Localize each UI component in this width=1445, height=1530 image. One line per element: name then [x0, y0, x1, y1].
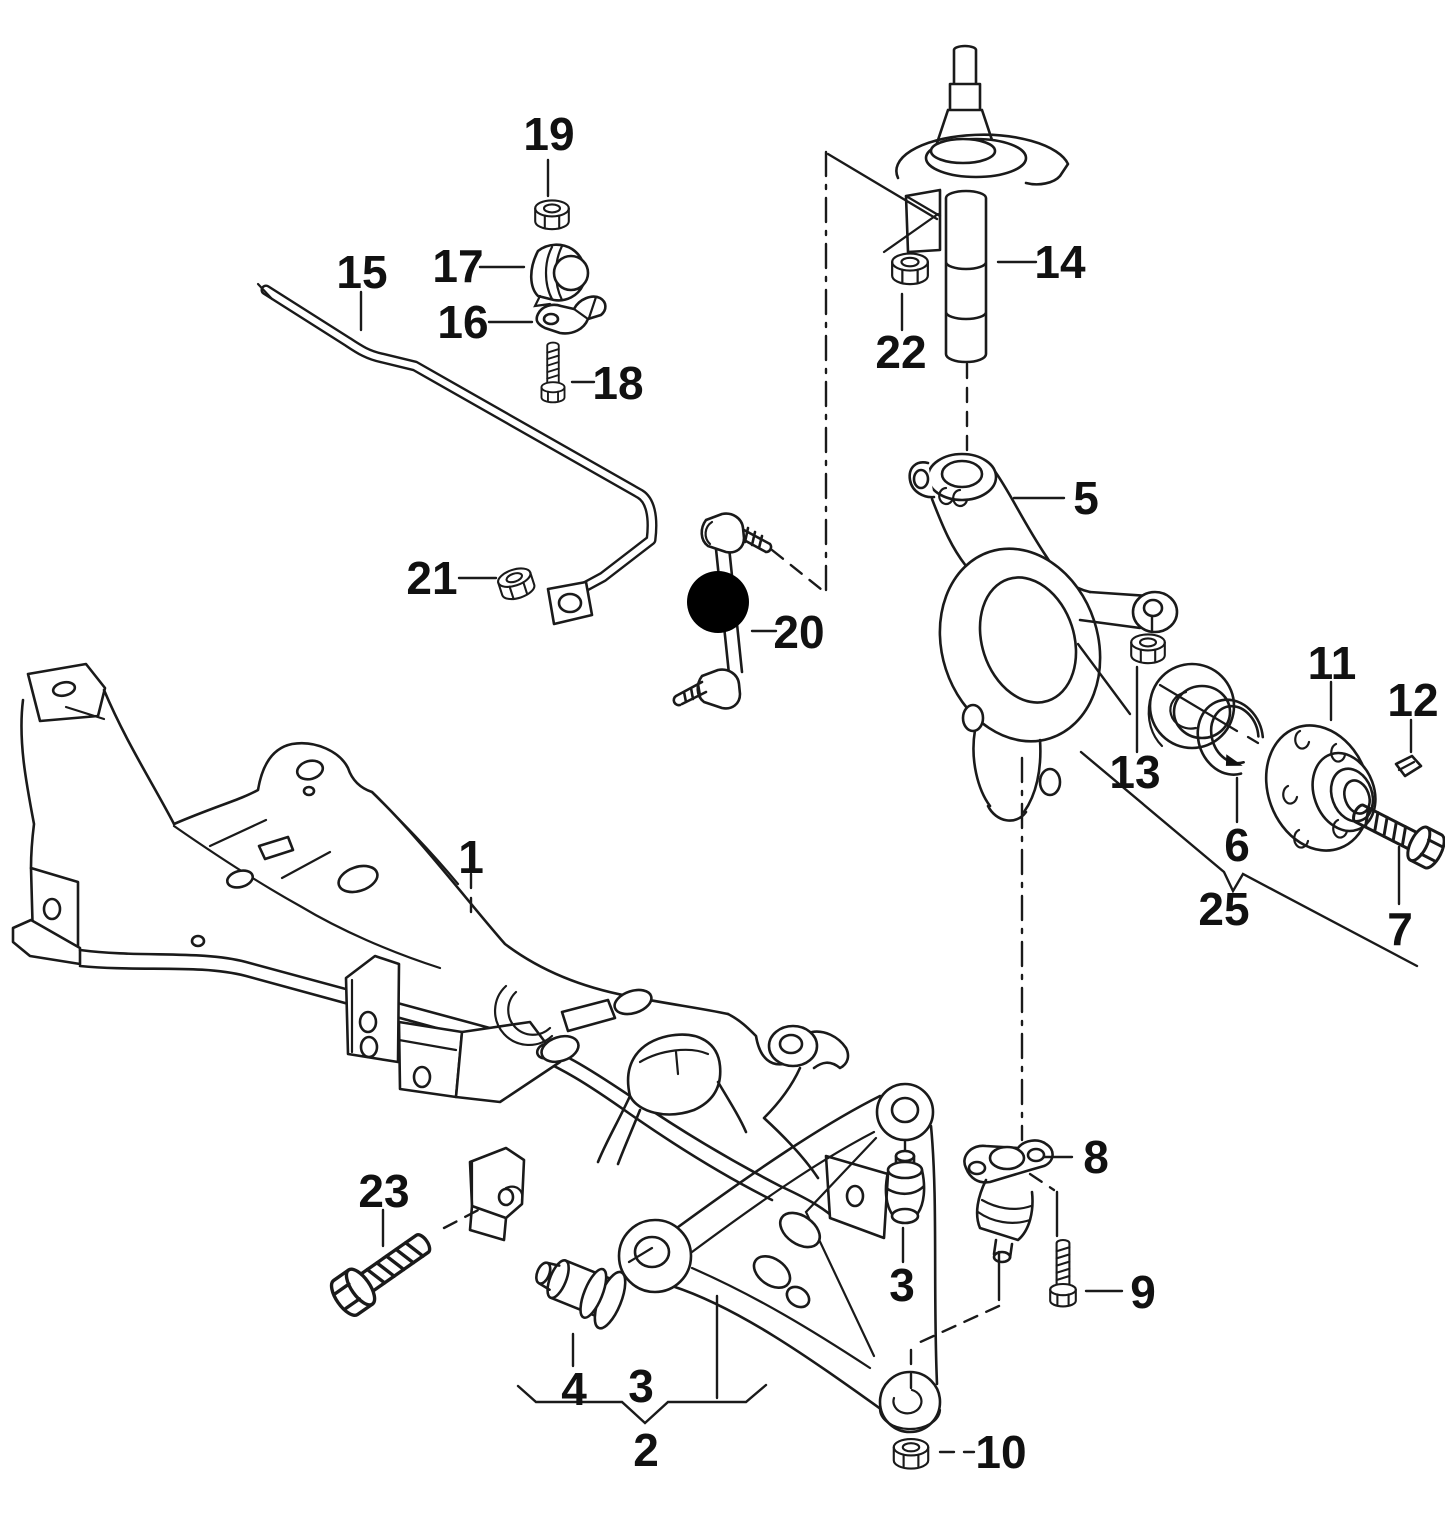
group-bracket-25 [1079, 750, 1419, 968]
callout-8[interactable]: 8 [1083, 1131, 1109, 1183]
stabilizer-clamp-16 [535, 295, 607, 335]
nut-19 [534, 199, 570, 231]
wheel-bearing [1147, 662, 1236, 750]
callout-20[interactable]: 20 [773, 606, 824, 658]
strut [882, 44, 1070, 364]
callout-3b[interactable]: 3 [628, 1360, 654, 1412]
highlight-layer [687, 571, 749, 633]
callout-3a[interactable]: 3 [889, 1259, 915, 1311]
callout-14[interactable]: 14 [1034, 236, 1086, 288]
callout-11[interactable]: 11 [1308, 637, 1357, 689]
steering-knuckle [908, 452, 1179, 822]
assembly-axis-lines [442, 150, 1059, 1392]
nut-10 [892, 1437, 930, 1470]
callout-17[interactable]: 17 [432, 240, 483, 292]
callout-9[interactable]: 9 [1130, 1266, 1156, 1318]
callout-10[interactable]: 10 [975, 1426, 1026, 1478]
callout-16[interactable]: 16 [437, 296, 488, 348]
stabilizer-bushing-17 [529, 243, 590, 308]
callout-19[interactable]: 19 [523, 108, 574, 160]
bolt-7 [1345, 793, 1445, 873]
wheel-hub [1158, 683, 1377, 852]
callout-6[interactable]: 6 [1224, 819, 1250, 871]
bolt-9 [1049, 1238, 1077, 1308]
callout-4[interactable]: 4 [561, 1363, 587, 1415]
nut-steering-arm [1130, 633, 1166, 665]
front-arm-bushing [535, 1259, 627, 1330]
callout-5[interactable]: 5 [1073, 472, 1099, 524]
group-bracket-2 [516, 1383, 768, 1425]
callout-13[interactable]: 13 [1109, 746, 1160, 798]
highlight-dot-part-20[interactable] [687, 571, 749, 633]
rear-arm-bushing [884, 1138, 926, 1225]
callout-18[interactable]: 18 [592, 357, 643, 409]
leader-lines [359, 158, 1419, 1454]
callout-23[interactable]: 23 [358, 1165, 409, 1217]
nut-21 [494, 563, 538, 604]
nut-22 [891, 252, 929, 286]
callout-7[interactable]: 7 [1387, 903, 1413, 955]
subframe [11, 662, 890, 1242]
callout-2[interactable]: 2 [633, 1424, 659, 1476]
callout-12[interactable]: 12 [1387, 674, 1438, 726]
callout-15[interactable]: 15 [336, 246, 387, 298]
callout-1[interactable]: 1 [458, 831, 484, 883]
bolt-18 [540, 341, 566, 404]
hub-key [1394, 754, 1423, 778]
control-arm [617, 1082, 942, 1434]
callout-25[interactable]: 25 [1198, 883, 1249, 935]
callout-21[interactable]: 21 [406, 552, 457, 604]
ball-joint [963, 1139, 1054, 1264]
stabilizer-bar [256, 282, 658, 626]
stabilizer-clamp-hardware [494, 199, 607, 604]
callout-22[interactable]: 22 [875, 326, 926, 378]
